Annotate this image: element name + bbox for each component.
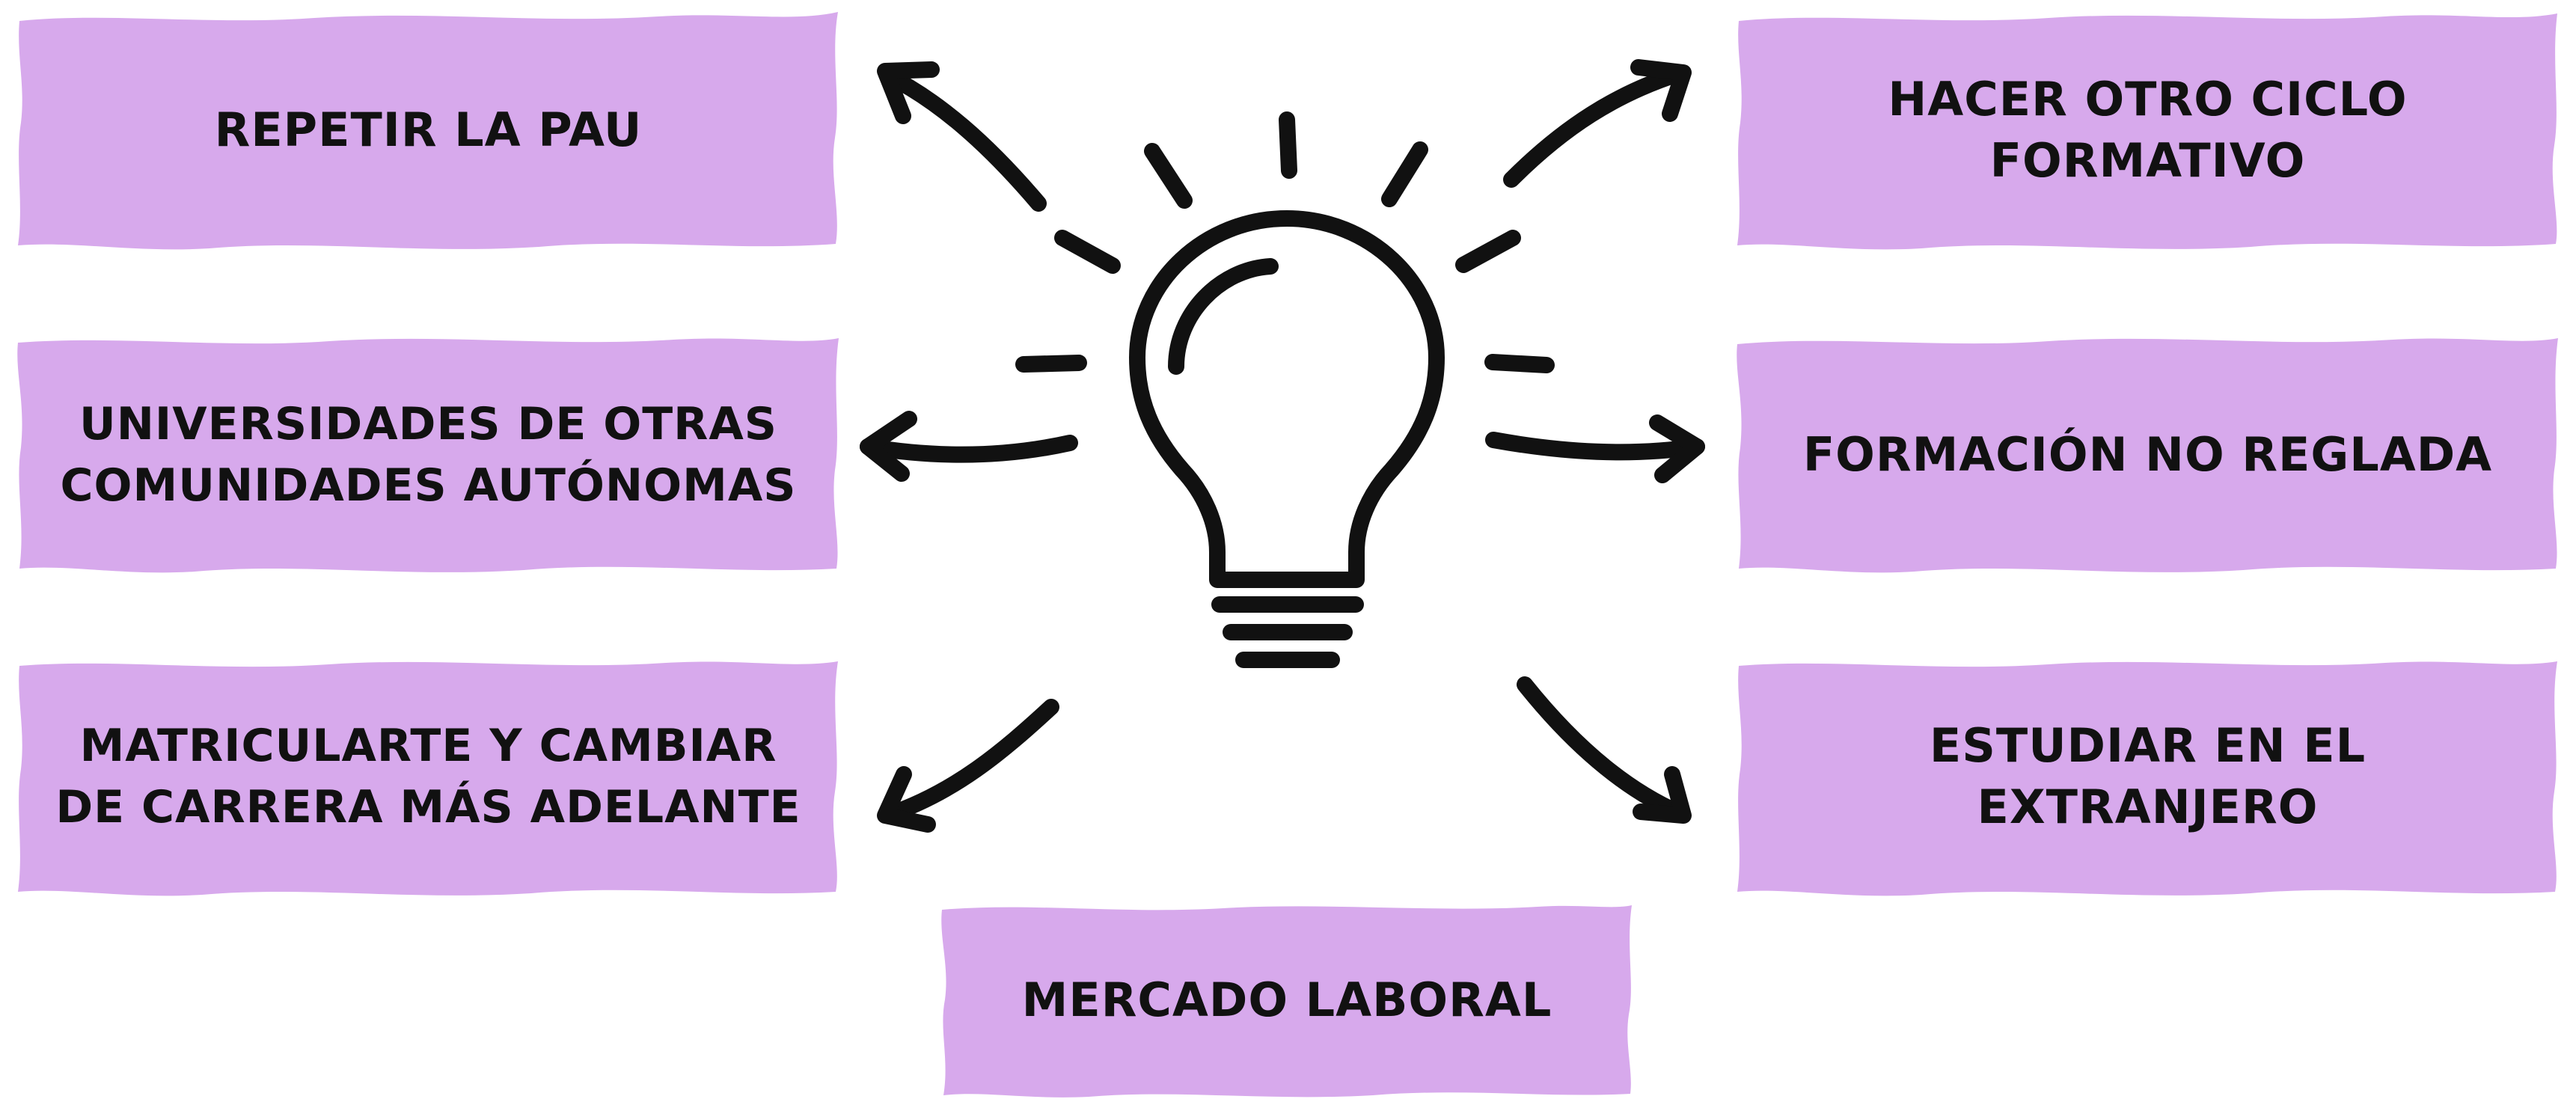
arrow-to-repetir-la-pau: [877, 61, 1047, 212]
card-matricularte-y-cambiar: MATRICULARTE Y CAMBIAR DE CARRERA MÁS AD…: [15, 657, 842, 896]
card-label-line: REPETIR LA PAU: [214, 102, 643, 157]
card-mercado-laboral: MERCADO LABORAL: [939, 902, 1635, 1098]
arrow-to-universidades: [860, 411, 1078, 482]
card-background: [18, 661, 838, 896]
card-label-line: EXTRANJERO: [1977, 780, 2319, 834]
card-label: HACER OTRO CICLO FORMATIVO: [1734, 10, 2561, 250]
card-background: [1737, 661, 2557, 896]
card-label: FORMACIÓN NO REGLADA: [1734, 335, 2561, 575]
card-background: [941, 905, 1632, 1098]
card-label-line: UNIVERSIDADES DE OTRAS: [79, 398, 777, 450]
arrow-to-formacion: [1485, 414, 1705, 483]
card-label: ESTUDIAR EN EL EXTRANJERO: [1734, 657, 2561, 896]
ray: [1381, 141, 1428, 207]
card-label-line: DE CARRERA MÁS ADELANTE: [55, 781, 801, 833]
card-label: UNIVERSIDADES DE OTRAS COMUNIDADES AUTÓN…: [15, 335, 842, 575]
card-background: [18, 12, 838, 250]
ray: [1015, 355, 1087, 373]
ray: [1144, 143, 1193, 209]
lightbulb-icon: [1129, 210, 1445, 668]
ray: [1484, 354, 1555, 373]
card-label-line: COMUNIDADES AUTÓNOMAS: [60, 459, 797, 512]
card-formacion-no-reglada: FORMACIÓN NO REGLADA: [1734, 335, 2561, 575]
ray: [1054, 230, 1121, 274]
card-label-line: FORMACIÓN NO REGLADA: [1802, 427, 2493, 482]
card-background: [1737, 338, 2558, 573]
card-background: [17, 338, 839, 573]
ray: [1455, 230, 1521, 273]
card-label: REPETIR LA PAU: [15, 10, 842, 250]
card-label-line: MATRICULARTE Y CAMBIAR: [79, 720, 777, 772]
card-label-line: MERCADO LABORAL: [1021, 973, 1552, 1027]
card-label-line: ESTUDIAR EN EL: [1929, 718, 2367, 773]
card-label: MERCADO LABORAL: [939, 902, 1635, 1098]
ray: [1279, 111, 1297, 179]
card-label: MATRICULARTE Y CAMBIAR DE CARRERA MÁS AD…: [15, 657, 842, 896]
card-universidades-otras-comunidades: UNIVERSIDADES DE OTRAS COMUNIDADES AUTÓN…: [15, 335, 842, 575]
card-label-line: FORMATIVO: [1989, 133, 2306, 188]
arrow-to-matricularte: [877, 699, 1059, 833]
card-background: [1737, 13, 2557, 250]
card-estudiar-en-el-extranjero: ESTUDIAR EN EL EXTRANJERO: [1734, 657, 2561, 896]
card-hacer-otro-ciclo-formativo: HACER OTRO CICLO FORMATIVO: [1734, 10, 2561, 250]
arrow-to-hacer-ciclo: [1503, 59, 1692, 188]
arrow-to-estudiar: [1517, 676, 1692, 824]
card-label-line: HACER OTRO CICLO: [1888, 72, 2408, 126]
card-repetir-la-pau: REPETIR LA PAU: [15, 10, 842, 250]
